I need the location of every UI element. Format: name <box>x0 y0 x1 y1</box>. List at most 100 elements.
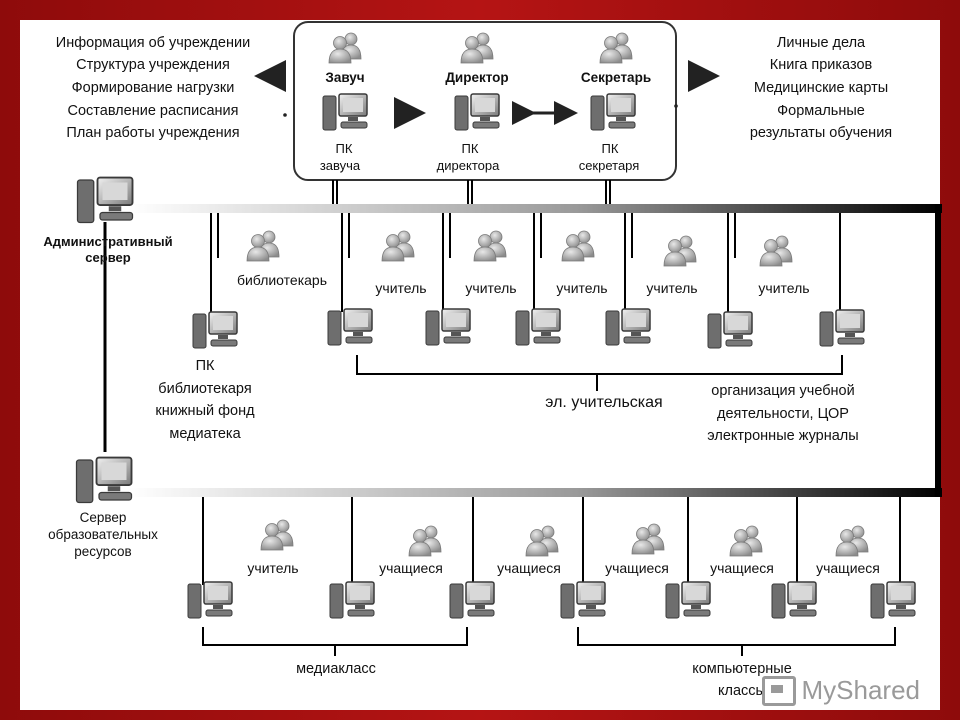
user-label: учитель <box>375 280 426 296</box>
edu-server-label: Сервер образовательных ресурсов <box>48 510 158 559</box>
right-link <box>935 204 941 497</box>
librarian-line: медиатека <box>169 426 241 442</box>
dot-icon <box>674 104 678 108</box>
upper-bus <box>128 204 942 213</box>
right-list: Личные дела Книга приказов Медицинские к… <box>750 35 892 141</box>
left-list-item: Структура учреждения <box>76 57 230 73</box>
user-label: учащиеся <box>605 560 669 576</box>
user-group-icon <box>631 523 665 555</box>
computer-icon <box>329 581 375 619</box>
user-group-icon <box>835 525 869 557</box>
mediaclass-bracket <box>202 627 468 656</box>
left-list-item: Формирование нагрузки <box>72 80 235 96</box>
lower-drops <box>202 497 901 585</box>
computer-icon <box>425 308 471 346</box>
teachers-desc-line: деятельности, ЦОР <box>717 406 849 422</box>
pc-label: ПК <box>602 141 619 156</box>
upper-drops <box>210 213 841 318</box>
computer-icon <box>76 176 134 224</box>
user-group-icon <box>561 230 595 262</box>
teachers-bracket <box>356 355 843 391</box>
user-group-icon <box>759 235 793 267</box>
user-group-icon <box>663 235 697 267</box>
right-list-item: Личные дела <box>777 35 866 51</box>
server-label: ресурсов <box>74 544 131 559</box>
watermark-text: MyShared <box>801 675 921 705</box>
computer-icon <box>819 309 865 347</box>
pc-label: ПК <box>336 141 353 156</box>
computer-icon <box>454 93 500 131</box>
teachers-desc-line: электронные журналы <box>707 428 858 444</box>
presentation-icon <box>761 675 796 706</box>
computer-icon <box>187 581 233 619</box>
computer-icon <box>75 456 133 504</box>
computer-icon <box>870 581 916 619</box>
admin-connectors <box>332 180 611 207</box>
user-group-icon <box>408 525 442 557</box>
admin-server-label: Административный сервер <box>43 234 172 265</box>
left-list-item: Информация об учреждении <box>56 35 250 51</box>
pc-label: секретаря <box>579 158 640 173</box>
user-label: учитель <box>646 280 697 296</box>
user-label: учитель <box>465 280 516 296</box>
computer-icon <box>707 311 753 349</box>
librarian-line: книжный фонд <box>155 403 255 419</box>
right-list-item: Медицинские карты <box>754 80 888 96</box>
lower-bus <box>128 488 942 497</box>
right-list-item: результаты обучения <box>750 125 892 141</box>
left-list: Информация об учреждении Структура учреж… <box>56 35 250 141</box>
pc-label: завуча <box>320 158 361 173</box>
teachers-desc-line: организация учебной <box>711 383 854 399</box>
user-group-icon <box>599 32 633 64</box>
user-group-icon <box>460 32 494 64</box>
librarian-line: ПК <box>196 358 215 374</box>
user-label: учащиеся <box>816 560 880 576</box>
server-label: сервер <box>85 250 130 265</box>
user-label: учащиеся <box>497 560 561 576</box>
user-label: библиотекарь <box>237 272 327 288</box>
computer-icon <box>605 308 651 346</box>
left-list-item: Составление расписания <box>67 103 238 119</box>
icons-layer <box>75 32 916 619</box>
user-group-icon <box>729 525 763 557</box>
librarian-line: библиотекаря <box>158 381 251 397</box>
user-group-icon <box>246 230 280 262</box>
left-list-item: План работы учреждения <box>66 125 239 141</box>
role-label: Директор <box>445 70 508 85</box>
pc-label: ПК <box>462 141 479 156</box>
dot-icon <box>283 113 287 117</box>
role-label: Завуч <box>325 70 364 85</box>
teachers-room-label: эл. учительская <box>545 394 662 411</box>
server-label: Сервер <box>80 510 127 525</box>
pc-label: директора <box>437 158 500 173</box>
computer-classes-label: компьютерные <box>692 661 792 677</box>
user-label: учитель <box>556 280 607 296</box>
user-label: учитель <box>247 560 298 576</box>
mediaclass-label: медиакласс <box>296 661 376 677</box>
user-group-icon <box>473 230 507 262</box>
computer-icon <box>327 308 373 346</box>
computer-icon <box>192 311 238 349</box>
user-label: учащиеся <box>710 560 774 576</box>
role-label: Секретарь <box>581 70 651 85</box>
server-label: Административный <box>43 234 172 249</box>
teachers-desc: организация учебной деятельности, ЦОР эл… <box>707 383 858 444</box>
computer-classes-label: классы <box>718 683 766 699</box>
watermark: MyShared <box>761 675 921 706</box>
server-label: образовательных <box>48 527 158 542</box>
computer-icon <box>515 308 561 346</box>
user-group-icon <box>260 519 294 551</box>
computer-icon <box>590 93 636 131</box>
upper-user-labels: библиотекарь учитель учитель учитель учи… <box>237 272 810 296</box>
computer-icon <box>771 581 817 619</box>
computer-classes-bracket <box>577 627 896 656</box>
computer-icon <box>560 581 606 619</box>
user-group-icon <box>381 230 415 262</box>
right-list-item: Формальные <box>777 103 865 119</box>
user-label: учитель <box>758 280 809 296</box>
user-group-icon <box>525 525 559 557</box>
user-label: учащиеся <box>379 560 443 576</box>
right-list-item: Книга приказов <box>770 57 873 73</box>
lower-user-labels: учитель учащиеся учащиеся учащиеся учащи… <box>247 560 879 576</box>
